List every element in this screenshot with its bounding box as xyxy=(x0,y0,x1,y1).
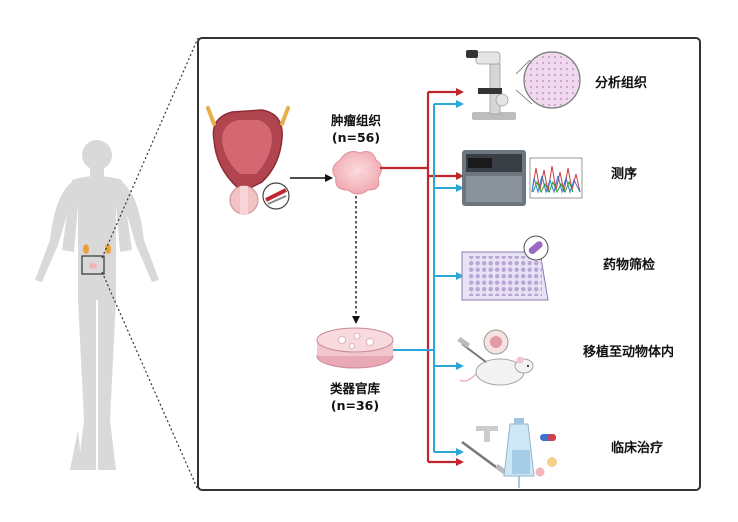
output-label-xenograft: 移植至动物体内 xyxy=(583,345,675,360)
tumor-count: (n=56) xyxy=(331,130,381,145)
pelvis-highlight xyxy=(81,244,111,275)
output-label-clinical-treatment: 临床治疗 xyxy=(611,441,664,456)
organoid-routing-lines xyxy=(393,100,464,456)
organoid-dish-icon xyxy=(316,327,394,369)
tumor-label: 肿瘤组织 (n=56) xyxy=(306,112,406,146)
output-label-drug-screening: 药物筛检 xyxy=(603,258,656,273)
mouse-icon xyxy=(457,329,534,386)
tumor-label-text: 肿瘤组织 xyxy=(330,113,381,128)
human-body-icon xyxy=(35,140,159,470)
sequencer-icon xyxy=(462,150,583,206)
tumor-tissue-icon xyxy=(332,151,382,195)
zoom-line-bottom xyxy=(101,271,199,491)
organoid-label-text: 类器官库 xyxy=(329,381,380,396)
tumor-routing-lines xyxy=(380,88,464,466)
output-label-tissue-analysis: 分析组织 xyxy=(595,76,648,91)
bladder-illustration xyxy=(206,106,290,215)
iv-drip-icon xyxy=(461,418,557,488)
microscope-icon xyxy=(466,50,581,120)
well-plate-icon xyxy=(461,235,549,301)
zoom-line-top xyxy=(101,37,199,259)
organoid-label: 类器官库 (n=36) xyxy=(305,380,405,414)
organoid-count: (n=36) xyxy=(330,398,380,413)
detail-frame xyxy=(197,37,701,491)
output-label-sequencing: 测序 xyxy=(611,167,638,182)
